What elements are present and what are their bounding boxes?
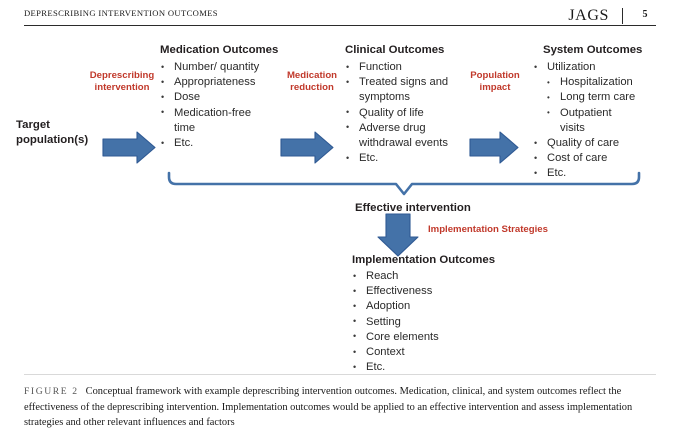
list-item: Medication-free (160, 105, 286, 121)
running-head-title: DEPRESCRIBING INTERVENTION OUTCOMES (24, 8, 218, 18)
list-item: Utilization (533, 59, 673, 75)
caption-rule (24, 374, 656, 375)
arrow-medication-reduction (280, 131, 334, 164)
heading-implementation-outcomes: Implementation Outcomes (352, 254, 496, 266)
label-implementation-strategies: Implementation Strategies (428, 224, 598, 236)
list-item: Reach (352, 268, 542, 284)
list-item: Context (352, 345, 542, 360)
arrow-population-impact (469, 131, 519, 164)
label-population-impact: Population impact (462, 70, 528, 93)
header-rule (24, 25, 656, 26)
list-item: Adverse drug (345, 120, 473, 136)
list-item: visits (560, 121, 585, 134)
label-medication-reduction: Medication reduction (277, 70, 347, 93)
list-item: withdrawal events (359, 137, 448, 150)
label-medication-reduction-line2: reduction (290, 81, 334, 93)
label-deprescribing-intervention: Deprescribing intervention (84, 70, 160, 93)
list-medication-outcomes: Number/ quantity Appropriateness Dose Me… (160, 59, 286, 151)
label-population-impact-line2: impact (479, 81, 511, 93)
column-system-outcomes: System Outcomes Utilization Hospitalizat… (533, 44, 673, 182)
list-item: Core elements (352, 329, 542, 345)
heading-clinical-outcomes: Clinical Outcomes (345, 44, 445, 56)
list-item: symptoms (359, 91, 410, 104)
column-clinical-outcomes: Clinical Outcomes Function Treated signs… (345, 44, 473, 166)
heading-medication-outcomes: Medication Outcomes (160, 44, 279, 56)
arrow-implementation-strategies (377, 213, 419, 257)
heading-system-outcomes: System Outcomes (543, 44, 643, 56)
list-item: Hospitalization (533, 75, 673, 90)
list-item: Quality of care (533, 136, 673, 151)
list-item: Quality of life (345, 105, 473, 121)
list-item: Etc. (345, 151, 473, 166)
list-item: Etc. (160, 136, 286, 151)
list-item: Appropriateness (160, 75, 286, 90)
node-target-population-line1: Target (16, 119, 50, 131)
journal-name: JAGS (563, 7, 614, 25)
header-separator (622, 8, 623, 24)
list-item: Setting (352, 314, 542, 330)
label-implementation-strategies-line1: Implementation Strategies (428, 224, 548, 235)
list-item: Dose (160, 90, 286, 105)
list-item: Cost of care (533, 151, 673, 166)
figure-caption-label: FIGURE 2 (24, 386, 79, 397)
list-item: Effectiveness (352, 284, 542, 299)
label-deprescribing-intervention-line2: intervention (94, 81, 150, 93)
label-medication-reduction-line1: Medication (286, 70, 338, 81)
figure-canvas: Target population(s) Deprescribing inter… (0, 34, 680, 375)
label-deprescribing-intervention-line1: Deprescribing (89, 70, 155, 81)
list-system-outcomes: Utilization Hospitalization Long term ca… (533, 59, 673, 182)
list-item: time (174, 121, 196, 134)
node-effective-intervention: Effective intervention (355, 202, 471, 214)
list-item: Treated signs and (345, 75, 473, 90)
node-target-population: Target population(s) (16, 118, 106, 147)
list-item: Outpatient (533, 105, 673, 121)
column-medication-outcomes: Medication Outcomes Number/ quantity App… (160, 44, 286, 151)
list-item: Etc. (352, 360, 542, 375)
node-target-population-line2: population(s) (16, 133, 89, 146)
list-item: Adoption (352, 299, 542, 314)
page-number: 5 (634, 9, 656, 20)
list-clinical-outcomes: Function Treated signs and symptoms Qual… (345, 59, 473, 166)
figure-caption-text: Conceptual framework with example depres… (24, 386, 633, 429)
column-implementation-outcomes: Implementation Outcomes Reach Effectiven… (352, 254, 542, 375)
arrow-deprescribing-intervention (102, 131, 156, 164)
label-population-impact-line1: Population (470, 70, 520, 81)
list-item: Number/ quantity (160, 59, 286, 75)
page-header: DEPRESCRIBING INTERVENTION OUTCOMES JAGS… (24, 7, 656, 30)
list-item: Etc. (533, 166, 673, 181)
list-implementation-outcomes: Reach Effectiveness Adoption Setting Cor… (352, 268, 542, 375)
list-item: Function (345, 59, 473, 75)
list-item: Long term care (533, 90, 673, 105)
